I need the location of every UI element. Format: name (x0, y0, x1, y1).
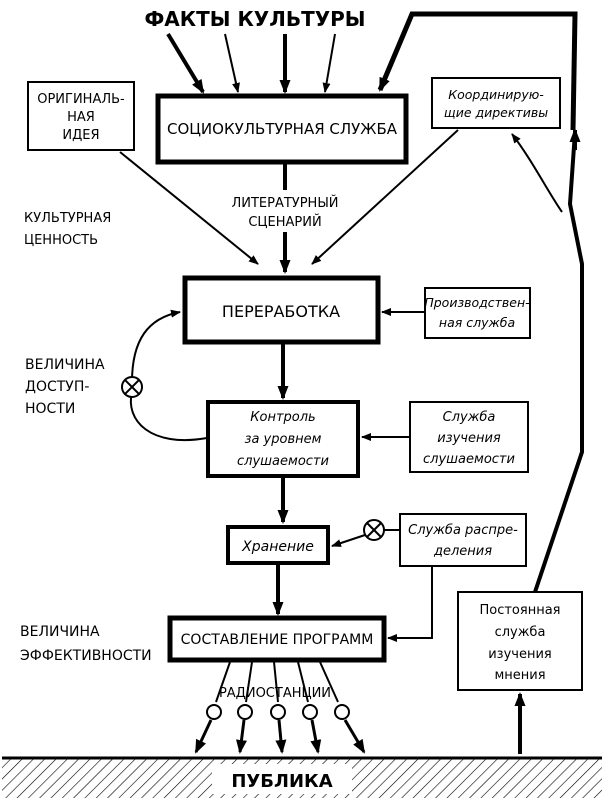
cultural-value-line-2: ЦЕННОСТЬ (24, 233, 98, 248)
distribution-mixer-node (363, 519, 385, 541)
opinion-feedback-path (533, 131, 584, 593)
original-idea-line-1: ОРИГИНАЛЬ- (37, 92, 125, 107)
literary-scenario-line-1: ЛИТЕРАТУРНЫЙ (231, 195, 338, 211)
processing-box: ПЕРЕРАБОТКА (182, 275, 381, 345)
coordinating-line-1: Координирую- (448, 87, 544, 102)
title-culture-facts: ФАКТЫ КУЛЬТУРЫ (144, 7, 365, 31)
opinion-line-3: изучения (488, 647, 552, 662)
public-label: ПУБЛИКА (231, 771, 332, 792)
radio-station-icon (334, 704, 350, 720)
audience-study-box: Служба изучения слушаемости (409, 401, 529, 473)
facts-arrows (166, 32, 336, 94)
coordinating-line-2: щие директивы (444, 105, 548, 120)
distribution-to-programming-arrow (387, 566, 433, 642)
control-line-2: за уровнем (245, 432, 322, 447)
distribution-service-box: Служба распре- деления (399, 513, 527, 567)
top-feedback-path (377, 11, 578, 131)
effectiveness-line-1: ВЕЛИЧИНА (20, 624, 100, 640)
distribution-line-2: деления (433, 544, 492, 559)
processing-input-arrows (119, 129, 459, 274)
control-line-1: Контроль (250, 410, 315, 425)
production-line-1: Производствен- (424, 295, 530, 310)
sociocultural-service-label: СОЦИОКУЛЬТУРНАЯ СЛУЖБА (167, 120, 398, 138)
radio-stations-label: РАДИОСТАНЦИИ (219, 686, 331, 701)
opinion-study-box: Постоянная служба изучения мнения (457, 591, 583, 691)
opinion-to-coordinating-arrow (511, 133, 563, 213)
cultural-value-line-1: КУЛЬТУРНАЯ (24, 211, 111, 226)
opinion-line-4: мнения (494, 668, 545, 683)
accessibility-line-1: ВЕЛИЧИНА (25, 357, 105, 373)
accessibility-mixer-node (121, 376, 143, 398)
radio-station-icon (237, 704, 253, 720)
programming-box: СОСТАВЛЕНИЕ ПРОГРАММ (167, 615, 387, 663)
radio-station-icon (270, 704, 286, 720)
storage-box: Хранение (226, 525, 330, 565)
mixer-to-storage-arrow (331, 534, 366, 547)
audience-study-line-1: Служба (443, 410, 496, 425)
radio-station-icon (206, 704, 222, 720)
storage-label: Хранение (241, 539, 314, 555)
coordinating-directives-box: Координирую- щие директивы (431, 77, 561, 129)
programming-label: СОСТАВЛЕНИЕ ПРОГРАММ (181, 632, 374, 648)
literary-scenario-line-2: СЦЕНАРИЙ (248, 214, 321, 230)
audience-control-box: Контроль за уровнем слушаемости (206, 400, 360, 478)
sociocultural-service-box: СОЦИОКУЛЬТУРНАЯ СЛУЖБА (155, 93, 409, 165)
audience-study-line-2: изучения (437, 431, 501, 446)
control-line-3: слушаемости (237, 454, 329, 469)
processing-label: ПЕРЕРАБОТКА (222, 302, 340, 321)
original-idea-box: ОРИГИНАЛЬ- НАЯ ИДЕЯ (27, 81, 135, 151)
public-ground: ПУБЛИКА (2, 756, 602, 798)
audience-study-line-3: слушаемости (423, 452, 515, 467)
radio-links (215, 661, 339, 703)
distribution-line-1: Служба распре- (408, 523, 518, 538)
opinion-line-2: служба (495, 625, 546, 640)
radio-station-nodes (206, 704, 350, 720)
accessibility-feedback-loop (129, 309, 208, 442)
accessibility-line-3: НОСТИ (25, 401, 75, 417)
accessibility-line-2: ДОСТУП- (25, 379, 89, 395)
production-line-2: ная служба (439, 315, 515, 330)
opinion-line-1: Постоянная (479, 603, 560, 618)
original-idea-line-3: ИДЕЯ (62, 128, 99, 143)
production-service-box: Производствен- ная служба (424, 287, 531, 339)
radio-broadcast-arrows (194, 719, 366, 754)
effectiveness-line-2: ЭФФЕКТИВНОСТИ (20, 648, 152, 664)
radio-station-icon (302, 704, 318, 720)
original-idea-line-2: НАЯ (67, 110, 95, 125)
